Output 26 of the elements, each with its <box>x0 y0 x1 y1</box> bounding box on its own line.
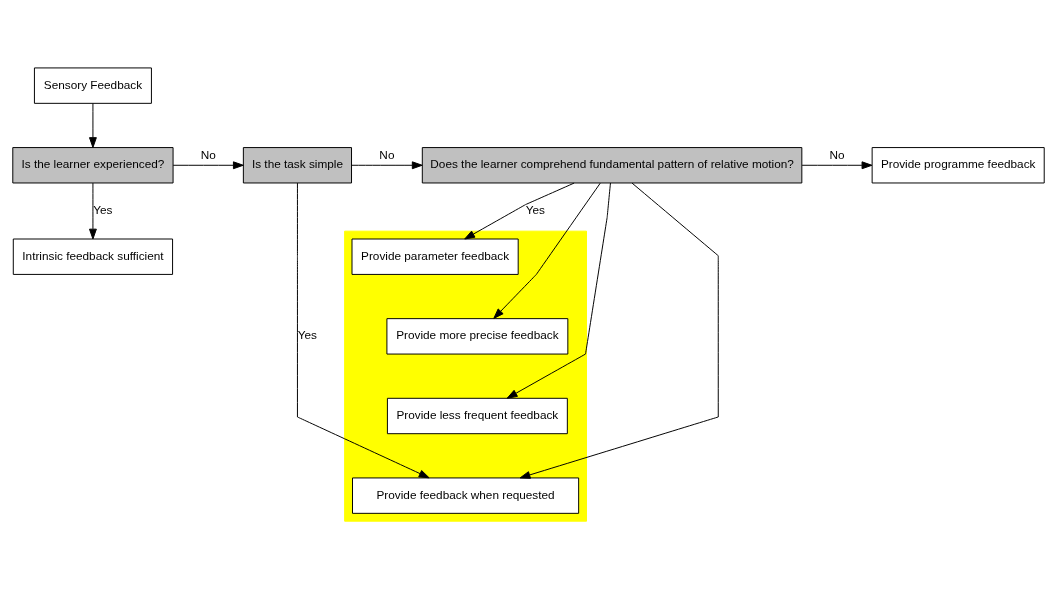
edge-label: Yes <box>93 202 113 216</box>
node-box: Provide feedback when requested <box>352 476 580 514</box>
arrow <box>464 182 575 239</box>
node-box: Provide parameter feedback <box>351 238 519 275</box>
arrow <box>89 182 97 239</box>
arrow <box>172 160 244 169</box>
arrow <box>89 102 97 148</box>
arrow <box>506 182 611 399</box>
edge-label: No <box>379 147 395 161</box>
edge-label: No <box>829 147 845 161</box>
edge-label: Yes <box>525 202 545 216</box>
edge-label: No <box>200 147 216 161</box>
arrow <box>519 182 719 479</box>
arrow <box>493 182 601 319</box>
node-box: Sensory Feedback <box>33 66 152 104</box>
node-box: Provide less frequent feedback <box>386 397 568 434</box>
arrow <box>351 160 423 169</box>
arrow <box>296 182 430 478</box>
edge-label: Yes <box>297 327 317 341</box>
arrow <box>801 160 873 169</box>
node-box: Provide programme feedback <box>871 146 1045 183</box>
node-box: Does the learner comprehend fundamental pattern of relative motion? <box>421 146 803 183</box>
node-box: Is the learner experienced? <box>12 146 174 183</box>
node-box: Provide more precise feedback <box>386 317 569 355</box>
node-box: Intrinsic feedback sufficient <box>12 238 174 275</box>
node-box: Is the task simple <box>242 146 352 183</box>
